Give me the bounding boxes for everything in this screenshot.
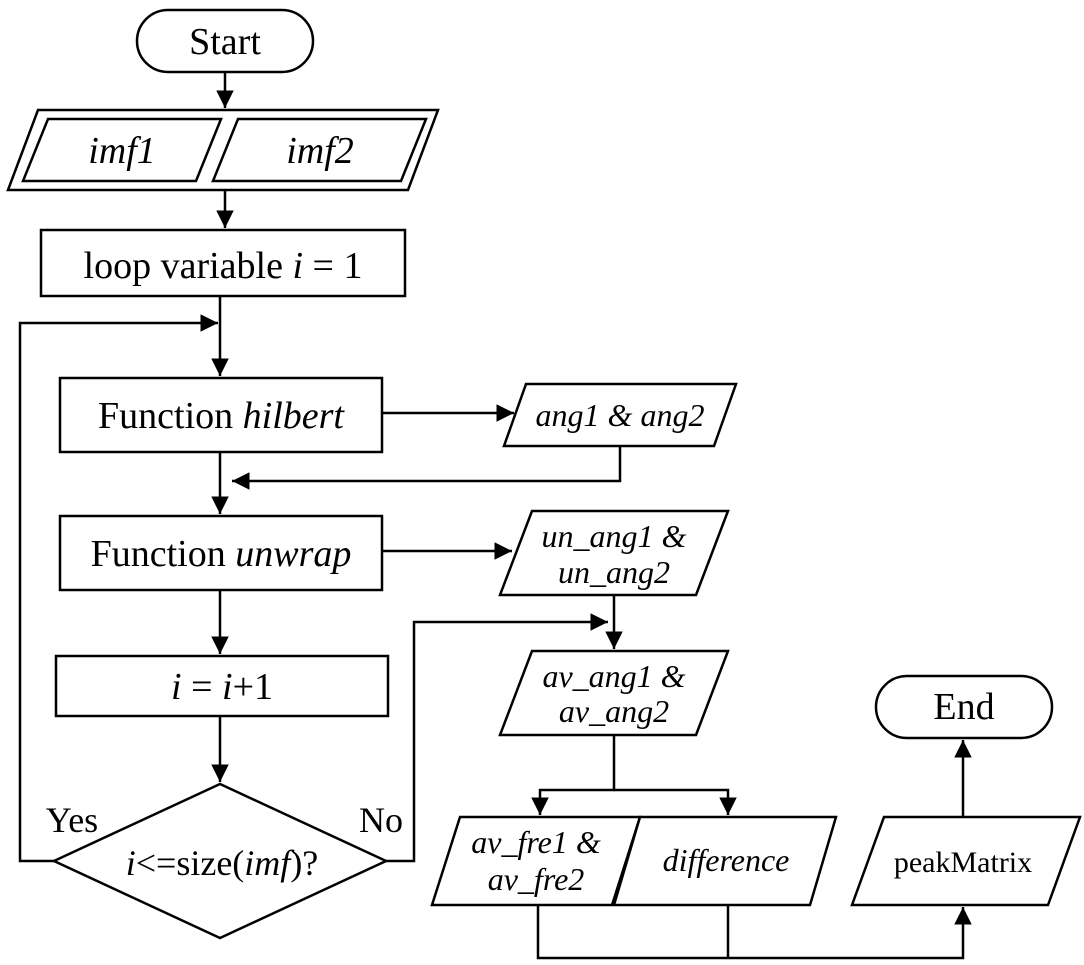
- loop-init-box: loop variable i = 1: [39, 228, 407, 298]
- av-fre-label-line1: av_fre1 &: [471, 824, 601, 860]
- difference-label: difference: [663, 842, 790, 878]
- arrow-avang-to-difference: [614, 788, 737, 815]
- arrow-ang-return: [232, 446, 622, 490]
- increment-label: i = i+1: [171, 666, 273, 708]
- difference-data: difference: [612, 815, 838, 907]
- un-ang-data: un_ang1 & un_ang2: [498, 509, 730, 597]
- connectors: [18, 72, 972, 960]
- arrow-results-to-peak: [536, 905, 972, 960]
- av-ang-label-line2: av_ang2: [559, 693, 669, 729]
- hilbert-box: Function hilbert: [58, 376, 384, 454]
- av-fre-label-line2: av_fre2: [488, 861, 585, 897]
- arrow-avang-to-avfre: [531, 735, 616, 815]
- start-label: Start: [189, 21, 261, 63]
- peak-matrix-data: peakMatrix: [850, 815, 1082, 907]
- ang-data: ang1 & ang2: [502, 382, 738, 448]
- peak-matrix-label: peakMatrix: [894, 846, 1032, 879]
- av-ang-label-line1: av_ang1 &: [542, 658, 685, 694]
- arrow-no-exit: [386, 613, 608, 863]
- loop-condition-diamond: i<=size(imf)?: [51, 782, 389, 940]
- start-terminal: Start: [135, 8, 315, 74]
- unwrap-box: Function unwrap: [58, 514, 384, 592]
- ang-label: ang1 & ang2: [536, 397, 705, 433]
- no-label: No: [359, 800, 403, 840]
- av-ang-data: av_ang1 & av_ang2: [498, 649, 730, 737]
- av-fre-data: av_fre1 & av_fre2: [430, 815, 642, 907]
- imf2-box: [211, 117, 428, 183]
- imf2-label: imf2: [286, 130, 354, 172]
- end-terminal: End: [874, 674, 1054, 740]
- imf1-box: [21, 117, 223, 183]
- hilbert-label: Function hilbert: [98, 395, 345, 437]
- un-ang-label-line1: un_ang1 &: [542, 518, 687, 554]
- increment-box: i = i+1: [54, 654, 390, 718]
- arrow-yes-loop-back: [18, 314, 218, 863]
- yes-label: Yes: [46, 800, 98, 840]
- end-label: End: [933, 686, 994, 728]
- condition-label: i<=size(imf)?: [126, 843, 319, 883]
- loop-init-label: loop variable i = 1: [84, 245, 363, 287]
- input-imf: imf1 imf2: [6, 108, 440, 192]
- imf1-label: imf1: [88, 130, 156, 172]
- un-ang-label-line2: un_ang2: [558, 554, 670, 590]
- unwrap-label: Function unwrap: [91, 533, 352, 575]
